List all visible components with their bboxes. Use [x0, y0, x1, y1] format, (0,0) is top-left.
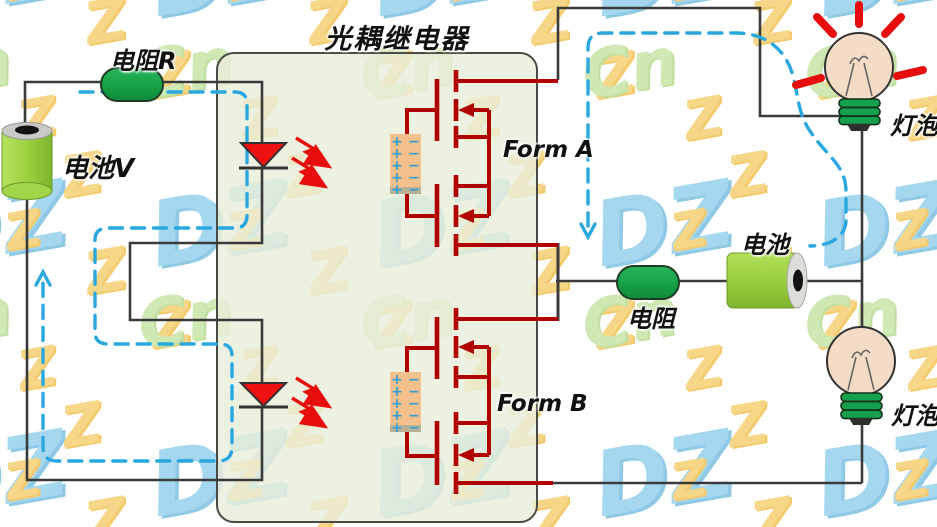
bulb-bottom-label: 灯泡	[891, 402, 937, 430]
mosfet-drain-wires	[455, 79, 558, 485]
stack-symbol: +	[391, 396, 403, 412]
flow-path-left	[41, 90, 249, 463]
bulb-bottom	[826, 326, 896, 425]
light-arrow	[291, 396, 329, 429]
resistor-right	[616, 265, 680, 300]
stack-symbol: −	[408, 384, 420, 400]
relay-red-wiring	[405, 70, 558, 494]
form-b-label: Form B	[497, 391, 588, 417]
flow-arrow-down	[579, 222, 597, 241]
stack-symbol: +	[391, 182, 403, 198]
stack-symbol: −	[408, 420, 420, 436]
bulb-light-rays	[792, 1, 927, 89]
light-arrow	[291, 156, 329, 189]
bulb-top	[824, 32, 894, 131]
stack-symbol: −	[408, 396, 420, 412]
resistor-right-label: 电阻	[627, 305, 675, 333]
stack-symbol: +	[391, 134, 403, 150]
relay-title: 光耦继电器	[324, 24, 470, 55]
battery-left	[1, 122, 53, 200]
resistor-left-label: 电阻R	[110, 47, 177, 75]
photodiode-stack-a	[390, 134, 421, 194]
stack-symbol: −	[408, 408, 420, 424]
gate-connections	[405, 108, 435, 458]
top-output-wire	[556, 6, 843, 118]
stack-symbol: −	[408, 170, 420, 186]
stack-symbol: −	[408, 158, 420, 174]
stack-symbol: +	[391, 384, 403, 400]
stack-symbol: −	[408, 134, 420, 150]
stack-symbol: −	[408, 146, 420, 162]
light-arrow	[295, 376, 333, 409]
resistor-left	[100, 67, 164, 102]
battery-left-label: 电池V	[62, 154, 135, 184]
mosfet-arrowheads	[458, 103, 474, 462]
form-a-label: Form A	[503, 137, 594, 163]
circuit-wires	[23, 6, 864, 485]
battery-right	[726, 252, 808, 309]
stack-symbol: +	[391, 170, 403, 186]
led-bottom	[238, 382, 289, 409]
stack-symbol: −	[408, 182, 420, 198]
stack-symbol: +	[391, 408, 403, 424]
source-busses	[458, 108, 491, 457]
flow-arrow-up	[34, 268, 52, 287]
stack-symbol: +	[391, 372, 403, 388]
current-flow-paths	[34, 31, 848, 463]
stack-symbol: +	[391, 420, 403, 436]
optocoupler-box	[216, 52, 538, 523]
stack-symbol: +	[391, 146, 403, 162]
stack-symbol: +	[391, 158, 403, 174]
battery-right-label: 电池	[741, 231, 789, 259]
light-emission-arrows	[291, 136, 333, 429]
light-arrow	[295, 136, 333, 169]
flow-path-right	[586, 31, 848, 248]
bulb-top-label: 灯泡	[890, 112, 937, 140]
stack-symbols: +−+−+−+−+−+−+−+−+−+−	[391, 134, 420, 436]
stack-symbol: −	[408, 372, 420, 388]
photodiode-stack-b	[390, 372, 421, 432]
led-top	[238, 142, 289, 170]
